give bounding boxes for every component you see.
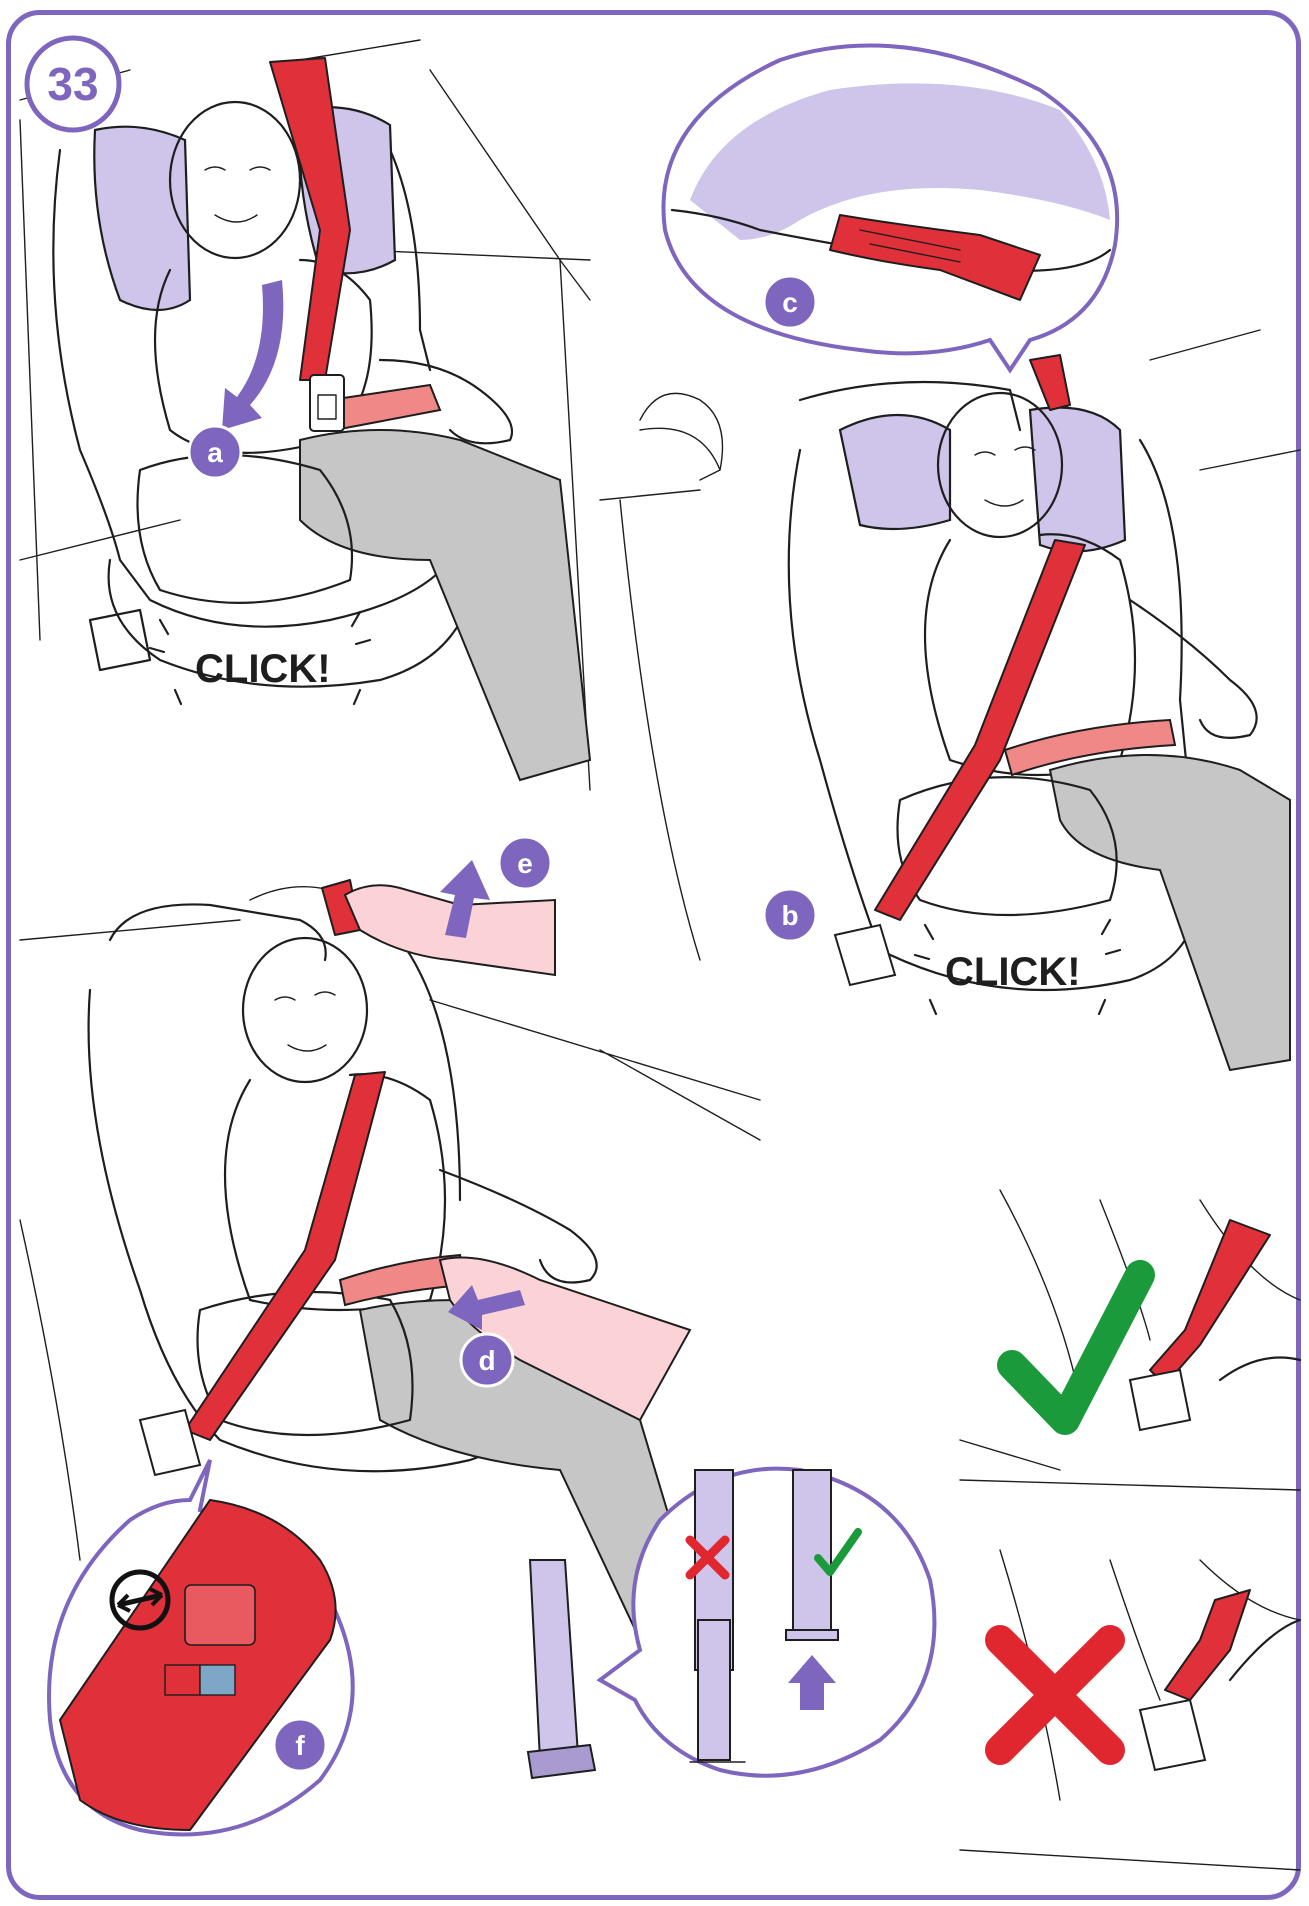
child-head-b	[936, 391, 1064, 539]
check-mark-icon	[997, 1260, 1155, 1435]
label-e-text: e	[517, 848, 533, 879]
panel-d-e-adjust-belt: d e	[19, 835, 761, 1780]
label-d-text: d	[478, 1345, 495, 1376]
up-arrow-icon-e	[440, 860, 490, 938]
label-badge-a	[187, 424, 243, 480]
step-number: 33	[24, 35, 122, 133]
shoulder-belt-b	[874, 354, 1086, 921]
up-arrow-icon	[788, 1655, 836, 1710]
step-number-text: 33	[47, 58, 98, 110]
label-badge-b	[762, 887, 818, 943]
click-sound-label-right: CLICK!	[945, 950, 1081, 994]
headrest-left	[93, 125, 192, 311]
child-head-d	[241, 936, 369, 1084]
child-head	[168, 100, 302, 260]
panel-incorrect-position	[959, 1549, 1302, 1871]
check-mark-icon-small	[814, 1528, 862, 1576]
label-f-text: f	[295, 1730, 305, 1761]
label-badge-c	[762, 274, 818, 330]
child-legs	[299, 429, 592, 782]
callout-f-belt-indicator: f	[47, 1459, 355, 1837]
panel-b-seat-belted: b CLICK!	[599, 329, 1301, 1072]
label-badge-f	[272, 1717, 328, 1773]
label-badge-e	[497, 835, 553, 891]
downward-arrow-icon	[222, 280, 284, 430]
label-b-text: b	[781, 900, 798, 931]
panel-a-seat-isofix: CLICK! a	[19, 39, 592, 791]
callout-c-belt-guide: c	[661, 43, 1120, 374]
panel-correct-position	[959, 1189, 1302, 1491]
cross-mark-icon-small	[685, 1535, 730, 1580]
left-arrow-icon	[448, 1285, 525, 1330]
cross-mark-icon	[985, 1625, 1125, 1765]
callout-support-leg	[596, 1466, 937, 1778]
label-badge-d	[459, 1332, 515, 1388]
rotate-arrows-icon	[109, 1569, 171, 1631]
label-c-text: c	[782, 287, 798, 318]
click-sound-label-top: CLICK!	[195, 647, 331, 691]
label-a-text: a	[207, 437, 223, 468]
